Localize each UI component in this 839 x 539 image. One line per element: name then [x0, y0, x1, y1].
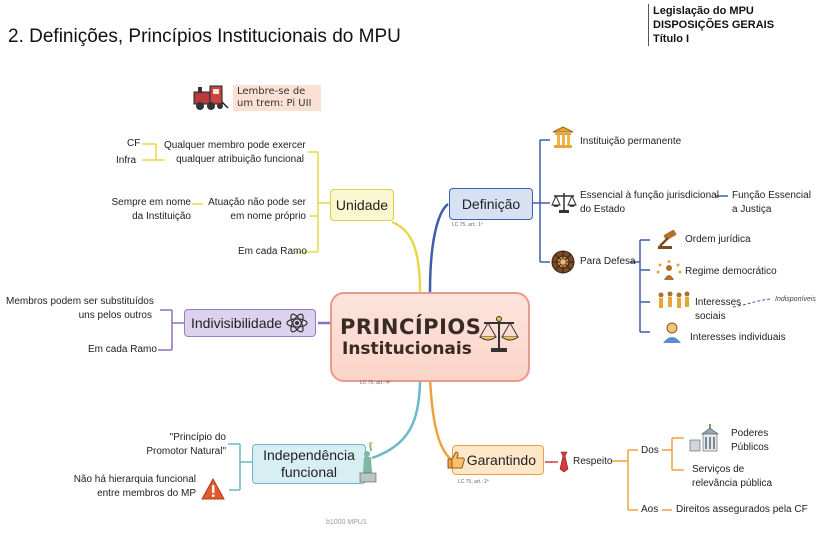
tie-icon: [558, 451, 570, 478]
definicao-reference: LC 75, art.: 1º: [452, 222, 483, 228]
text-line: em nome próprio: [230, 211, 306, 222]
independencia-node: Independência funcional: [252, 444, 366, 484]
unidade-atuacao-text: Atuação não pode ser em nome próprio: [204, 196, 306, 224]
text-line: Membros podem ser substituídos: [6, 296, 154, 307]
node-label-line: Independência: [263, 447, 355, 463]
person-icon: [662, 321, 682, 348]
text-line: Interesses: [695, 297, 742, 308]
garant-aos: Aos: [641, 504, 659, 515]
text-line: qualquer atribuição funcional: [176, 154, 304, 165]
shield-icon: [551, 250, 575, 279]
legislation-header: Legislação do MPU DISPOSIÇÕES GERAIS Tít…: [648, 4, 838, 46]
text-line: Promotor Natural": [146, 446, 226, 457]
garantindo-node: Garantindo: [452, 445, 544, 475]
defin-individuais: Interesses individuais: [690, 332, 786, 343]
defin-essencial-text: Essencial à função jurisdicional do Esta…: [580, 189, 719, 217]
statue-of-liberty-icon: [356, 441, 382, 488]
text-line: Serviços de: [692, 464, 745, 475]
unidade-nome-text: Sempre em nome da Instituição: [103, 196, 191, 224]
garant-poderes-text: Poderes Públicos: [731, 427, 769, 455]
atom-icon: [285, 311, 309, 340]
text-line: entre membros do MP: [97, 488, 196, 499]
mnemonic-note: Lembre-se de um trem: Pi UII: [233, 85, 321, 111]
defin-ordem: Ordem jurídica: [685, 234, 751, 245]
scales-icon: [478, 313, 520, 360]
pillar-icon: [551, 126, 575, 155]
text-line: uns pelos outros: [78, 310, 152, 321]
text-line: Públicos: [731, 442, 769, 453]
text-line: "Princípio do: [169, 432, 226, 443]
center-reference: LC 75, art.: 4º: [360, 380, 391, 386]
regime-icon: [656, 260, 682, 287]
indiv-ramo: Em cada Ramo: [88, 344, 157, 355]
defin-indisponiveis: Indisponíveis: [775, 296, 816, 303]
warning-icon: [200, 477, 226, 506]
indep-hierarquia-text: Não há hierarquia funcional entre membro…: [60, 473, 196, 501]
legislation-line: Título I: [653, 33, 690, 45]
text-line: do Estado: [580, 204, 626, 215]
note-line: Lembre-se de: [237, 86, 306, 97]
train-icon: [192, 84, 230, 117]
page-title: 2. Definições, Princípios Institucionais…: [8, 26, 401, 47]
people-icon: [656, 290, 690, 317]
indep-promotor-text: "Princípio do Promotor Natural": [130, 431, 226, 459]
defin-funcao-text: Função Essencial a Justiça: [732, 189, 811, 217]
legislation-line: DISPOSIÇÕES GERAIS: [653, 19, 775, 31]
text-line: sociais: [695, 311, 726, 322]
center-title: PRINCÍPIOS: [340, 315, 482, 339]
building-icon: [688, 424, 724, 457]
garant-dos: Dos: [641, 445, 659, 456]
text-line: Não há hierarquia funcional: [73, 474, 196, 485]
definicao-node: Definição: [449, 188, 533, 220]
unidade-ramo: Em cada Ramo: [238, 246, 307, 257]
text-line: Sempre em nome: [111, 197, 191, 208]
text-line: Poderes: [731, 428, 769, 439]
defin-permanente: Instituição permanente: [580, 136, 682, 147]
defin-regime: Regime democrático: [685, 266, 777, 277]
unidade-infra: Infra: [116, 155, 137, 166]
unidade-node: Unidade: [330, 189, 394, 221]
garant-servicos-text: Serviços de relevância pública: [692, 463, 772, 491]
text-line: relevância pública: [692, 478, 773, 489]
indiv-membros-text: Membros podem ser substituídos uns pelos…: [6, 295, 154, 323]
note-line: um trem: Pi UII: [237, 98, 312, 109]
gavel-icon: [656, 229, 680, 255]
footer-code: b1000 MPU1: [326, 519, 367, 526]
defin-defesa: Para Defesa: [580, 256, 636, 267]
center-subtitle: Institucionais: [342, 339, 472, 359]
balance-icon: [551, 190, 577, 219]
garant-direitos: Direitos assegurados pela CF: [676, 504, 808, 515]
legislation-line: Legislação do MPU: [653, 5, 754, 17]
garant-respeito: Respeito: [573, 456, 613, 467]
text-line: Função Essencial: [732, 190, 811, 201]
text-line: Qualquer membro pode exercer: [164, 140, 306, 151]
defin-sociais-text: Interesses sociais: [695, 296, 741, 324]
unidade-membro-text: Qualquer membro pode exercer qualquer at…: [164, 139, 306, 167]
indivisibilidade-node: Indivisibilidade: [184, 309, 316, 337]
text-line: a Justiça: [732, 204, 772, 215]
unidade-cf: CF: [127, 138, 141, 149]
center-node: [330, 292, 530, 382]
garantindo-reference: LC 75, art.: 2º: [458, 479, 489, 485]
text-line: Essencial à função jurisdicional: [580, 190, 719, 201]
node-label-line: funcional: [280, 464, 338, 480]
text-line: da Instituição: [132, 211, 191, 222]
thumbs-up-icon: [446, 450, 466, 475]
text-line: Atuação não pode ser: [208, 197, 306, 208]
